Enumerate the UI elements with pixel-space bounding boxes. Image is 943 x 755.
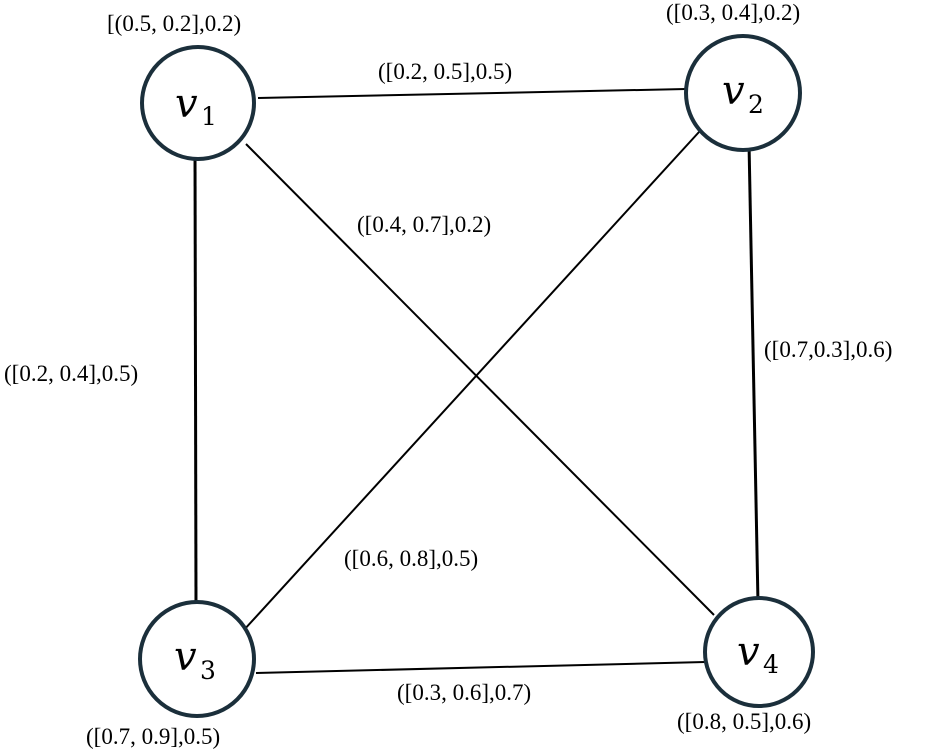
node-v2-name: v xyxy=(722,68,745,114)
edge-v1-v3-label: ([0.2, 0.4],0.5) xyxy=(4,361,138,386)
node-v3: v 3 xyxy=(138,600,256,718)
node-v3-label: ([0.7, 0.9],0.5) xyxy=(86,724,220,749)
node-v2-subscript: 2 xyxy=(748,90,764,119)
edge-v1-v3 xyxy=(193,149,198,609)
node-v3-subscript: 3 xyxy=(200,656,216,685)
edge-v2-v4-label: ([0.7,0.3],0.6) xyxy=(764,337,892,362)
edge-v2-v3-label: ([0.6, 0.8],0.5) xyxy=(344,546,478,571)
edge-v1-v4-label: ([0.4, 0.7],0.2) xyxy=(357,212,491,237)
edge-v1-v4 xyxy=(245,143,715,616)
node-v4-label: ([0.8, 0.5],0.6) xyxy=(677,709,811,734)
node-v4: v 4 xyxy=(703,596,815,708)
node-v3-name: v xyxy=(174,634,197,680)
edge-v3-v4 xyxy=(255,661,706,674)
edge-v1-v2-label: ([0.2, 0.5],0.5) xyxy=(378,59,512,84)
node-v4-name: v xyxy=(737,629,760,675)
edge-v2-v4 xyxy=(747,142,760,604)
edge-v3-v4-label: ([0.3, 0.6],0.7) xyxy=(397,680,531,705)
edge-v2-v3 xyxy=(242,131,700,632)
node-v2-label: ([0.3, 0.4],0.2) xyxy=(666,0,800,25)
node-v1-subscript: 1 xyxy=(201,102,217,131)
node-v4-subscript: 4 xyxy=(763,650,779,679)
node-v1: v 1 xyxy=(140,45,256,161)
node-v1-name: v xyxy=(175,81,198,127)
node-v1-label: [(0.5, 0.2],0.2) xyxy=(107,11,241,36)
node-v2: v 2 xyxy=(684,34,802,152)
edge-v1-v2 xyxy=(257,88,687,99)
